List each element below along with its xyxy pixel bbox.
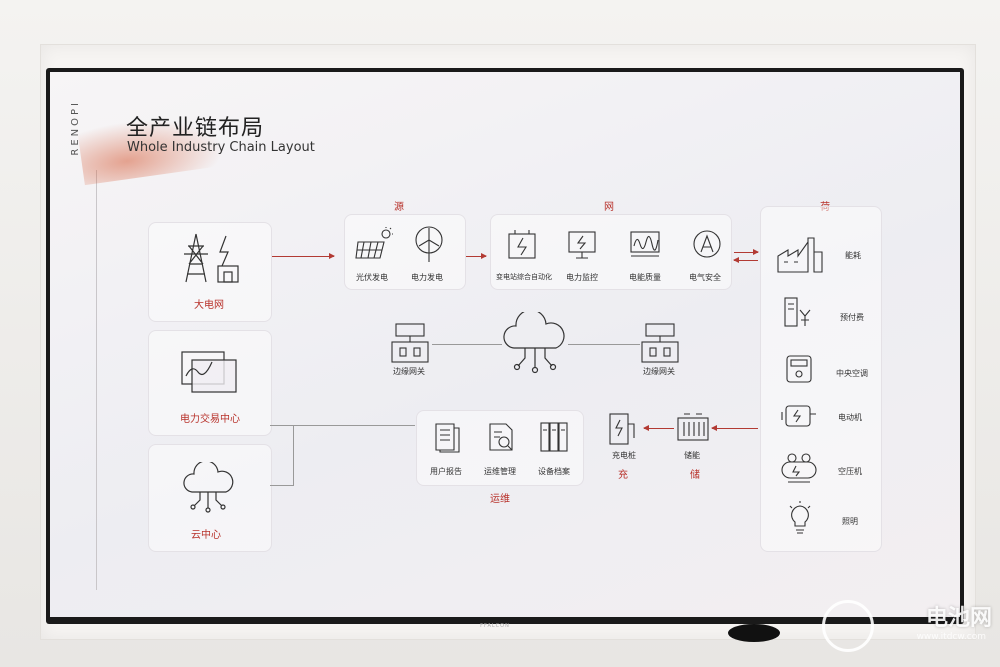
trade-chart-icon: [181, 351, 237, 393]
manage-icon: [489, 423, 513, 451]
archive-icon: [540, 422, 568, 452]
label-charger: 充电桩: [612, 451, 636, 460]
side-divider: [96, 170, 97, 590]
label-lighting: 照明: [842, 517, 858, 526]
compressor-icon: [781, 453, 817, 483]
label-quality: 电能质量: [629, 273, 661, 282]
ammeter-icon: [693, 230, 721, 258]
connector-left-3: [270, 485, 294, 486]
pylon-icon: [184, 233, 239, 283]
card-ops: [416, 410, 584, 486]
card-grid: [148, 222, 272, 322]
connector-gw-left: [432, 344, 502, 345]
label-wind: 电力发电: [411, 273, 443, 282]
arrow-grid-to-load: [734, 249, 759, 255]
connector-gw-right: [568, 344, 640, 345]
label-safety: 电气安全: [689, 273, 721, 282]
cloud-icon: [183, 462, 234, 513]
watermark-url: www.itdcw.com: [916, 632, 986, 642]
section-grid: 网: [604, 202, 614, 213]
charger-icon: [609, 413, 635, 445]
bulb-icon: [789, 501, 811, 534]
label-substation: 变电站综合自动化: [496, 273, 552, 281]
thermostat-icon: [786, 355, 812, 383]
card-grid-items: [490, 214, 732, 290]
arrow-load-to-grid: [733, 257, 758, 263]
battery-icon: [677, 413, 709, 441]
section-load: 荷: [820, 202, 830, 213]
label-monitor: 电力监控: [566, 273, 598, 282]
arrow-load-to-battery: [711, 425, 758, 431]
label-pv: 光伏发电: [356, 273, 388, 282]
solar-panel-icon: [355, 227, 393, 259]
card-load: [760, 206, 882, 552]
label-archive: 设备档案: [538, 467, 570, 476]
section-source: 源: [394, 202, 404, 213]
label-report: 用户报告: [430, 467, 462, 476]
wind-turbine-icon: [415, 226, 443, 262]
arrow-grid-to-source: [272, 253, 335, 259]
waveform-icon: [630, 231, 660, 257]
section-storage: 储: [690, 470, 700, 481]
tv-brand: FFALCON: [480, 623, 510, 629]
label-gateway-right: 边缘网关: [643, 367, 675, 376]
label-prepay: 预付费: [840, 313, 864, 322]
motor-icon: [781, 405, 816, 427]
label-grid: 大电网: [194, 300, 224, 311]
webcam: [728, 624, 780, 642]
card-source: [344, 214, 466, 290]
label-energy: 能耗: [845, 251, 861, 260]
label-manage: 运维管理: [484, 467, 516, 476]
label-cloud: 云中心: [191, 530, 221, 541]
watermark-logo: [822, 600, 874, 652]
watermark-text: 电池网: [925, 606, 992, 631]
section-charge: 充: [618, 470, 628, 481]
label-gateway-left: 边缘网关: [393, 367, 425, 376]
slide-subtitle: Whole Industry Chain Layout: [127, 140, 315, 155]
prepaid-meter-icon: [784, 297, 811, 327]
cloud-center-icon: [503, 312, 565, 374]
label-trade: 电力交易中心: [180, 414, 240, 425]
section-ops: 运维: [490, 494, 510, 505]
report-icon: [435, 423, 460, 453]
slide-title: 全产业链布局: [126, 116, 265, 141]
connector-left-1: [270, 425, 415, 426]
label-hvac: 中央空调: [836, 369, 868, 378]
card-trade: [148, 330, 272, 436]
monitor-icon: [568, 231, 596, 259]
label-compressor: 空压机: [838, 467, 862, 476]
factory-icon: [777, 237, 823, 273]
connector-left-2: [293, 425, 294, 485]
gateway-icon: [641, 323, 679, 363]
label-motor: 电动机: [838, 413, 862, 422]
label-battery: 储能: [684, 451, 700, 460]
gateway-icon: [391, 323, 429, 363]
substation-icon: [508, 230, 536, 259]
arrow-source-to-grid: [466, 253, 487, 259]
arrow-battery-to-charger: [643, 425, 674, 431]
